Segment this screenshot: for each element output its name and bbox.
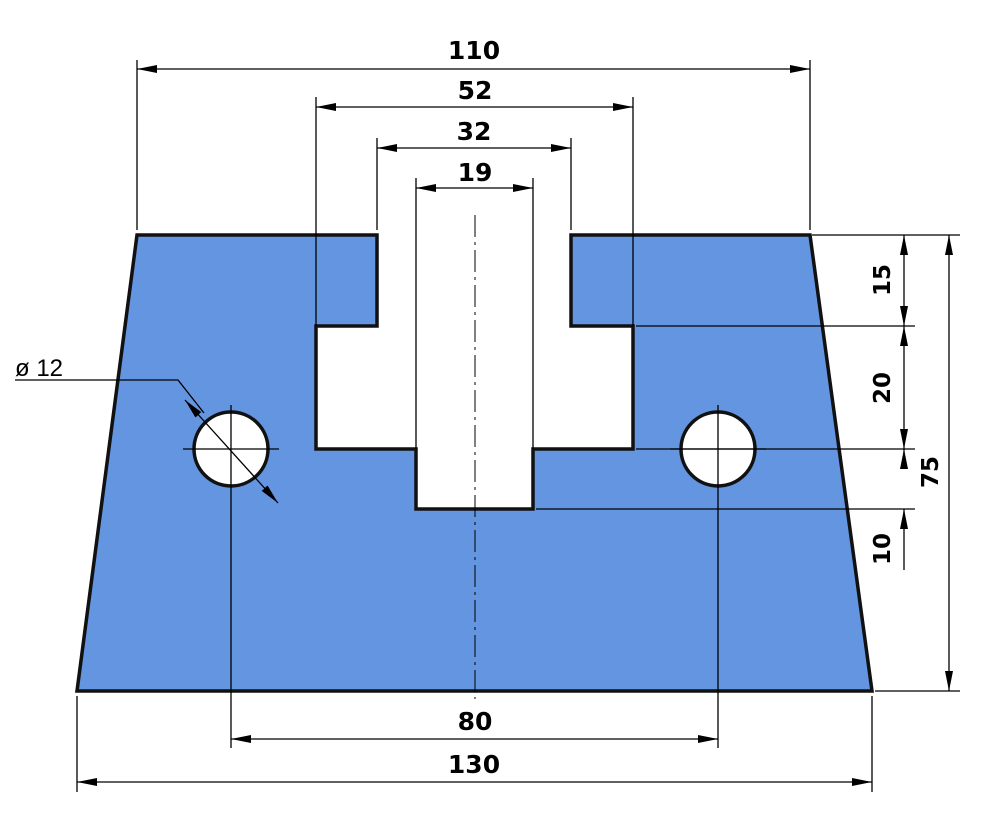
- dim-label-19: 19: [458, 158, 493, 187]
- dim-label-130: 130: [448, 750, 500, 779]
- dim-label-110: 110: [448, 36, 500, 65]
- dim-label-10: 10: [870, 533, 896, 565]
- dim-label-15: 15: [870, 264, 896, 296]
- dim-label-20: 20: [870, 372, 896, 404]
- dim-label-75: 75: [918, 456, 944, 488]
- dim-label-32: 32: [457, 117, 492, 146]
- dim-label-diameter: ø 12: [15, 355, 63, 382]
- dim-label-80: 80: [458, 707, 493, 736]
- dim-label-52: 52: [458, 76, 493, 105]
- diameter-leader-across: [184, 399, 279, 504]
